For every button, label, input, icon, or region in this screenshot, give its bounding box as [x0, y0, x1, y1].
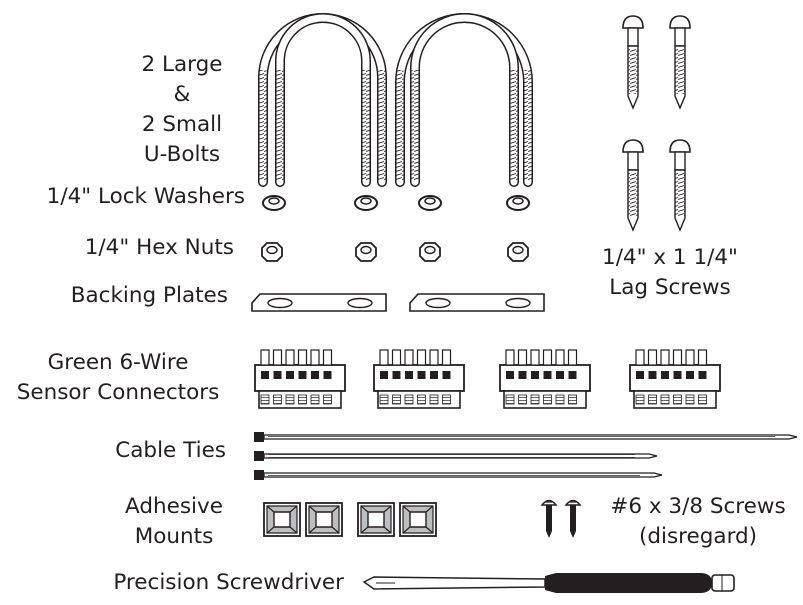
- lag-screws-label-line1: 1/4" x 1 1/4": [602, 245, 738, 270]
- ubolts-label-line1: 2 Large: [141, 52, 223, 77]
- lag-screws-label-line2: Lag Screws: [609, 275, 731, 300]
- cable-tie: [254, 432, 798, 442]
- hex-nut: [507, 242, 529, 262]
- u-bolts: [258, 13, 533, 187]
- sensor-connector: [629, 349, 721, 409]
- sensor-connectors-label-line2: Sensor Connectors: [16, 380, 220, 405]
- lag-screw: [669, 139, 691, 232]
- small-screws-label-line1: #6 x 3/8 Screws: [610, 494, 786, 519]
- lock-washer: [418, 195, 442, 211]
- adhesive-mount: [399, 502, 437, 537]
- backing-plates-label: Backing Plates: [70, 283, 228, 308]
- screwdriver-label: Precision Screwdriver: [113, 570, 344, 595]
- lag-screws: [622, 15, 691, 232]
- lock-washer: [354, 195, 378, 211]
- small-screw: [564, 499, 582, 538]
- ubolts-label-line2: &: [173, 82, 191, 107]
- sensor-connector: [373, 349, 465, 409]
- sensor-connector: [499, 349, 591, 409]
- lag-screw: [669, 15, 691, 110]
- hex-nut: [355, 242, 377, 262]
- ubolts-label-line3: 2 Small: [141, 112, 223, 137]
- adhesive-mounts: [263, 502, 437, 537]
- small-screw: [540, 499, 558, 538]
- sensor-connectors: [254, 349, 721, 409]
- backing-plates: [251, 293, 545, 312]
- adhesive-mounts-label-line2: Mounts: [134, 524, 214, 549]
- precision-screwdriver: [362, 573, 735, 593]
- cable-ties: [254, 432, 798, 480]
- lock-washers: [262, 195, 530, 211]
- cable-tie: [254, 470, 663, 480]
- screwdriver: [362, 573, 735, 593]
- cable-ties-label: Cable Ties: [115, 438, 226, 463]
- u-bolt: [410, 13, 519, 187]
- lock-washers-label: 1/4" Lock Washers: [46, 184, 245, 209]
- adhesive-mount: [263, 502, 301, 537]
- adhesive-mount: [357, 502, 395, 537]
- hex-nuts: [261, 242, 529, 262]
- cable-tie: [254, 451, 658, 461]
- lock-washer: [262, 195, 286, 211]
- hex-nuts-label: 1/4" Hex Nuts: [84, 235, 234, 260]
- adhesive-mount: [305, 502, 343, 537]
- hex-nut: [419, 242, 441, 262]
- lock-washer: [506, 195, 530, 211]
- small-screws: [540, 499, 582, 538]
- lag-screw: [622, 139, 644, 232]
- small-screws-label-line2: (disregard): [638, 524, 758, 549]
- sensor-connectors-label-line1: Green 6-Wire: [47, 350, 189, 375]
- backing-plate: [409, 293, 545, 312]
- lag-screw: [622, 15, 644, 110]
- u-bolt: [275, 13, 371, 187]
- backing-plate: [251, 293, 387, 312]
- sensor-connector: [254, 349, 346, 409]
- ubolts-label-line4: U-Bolts: [143, 142, 221, 167]
- adhesive-mounts-label-line1: Adhesive: [125, 494, 223, 519]
- hex-nut: [261, 242, 283, 262]
